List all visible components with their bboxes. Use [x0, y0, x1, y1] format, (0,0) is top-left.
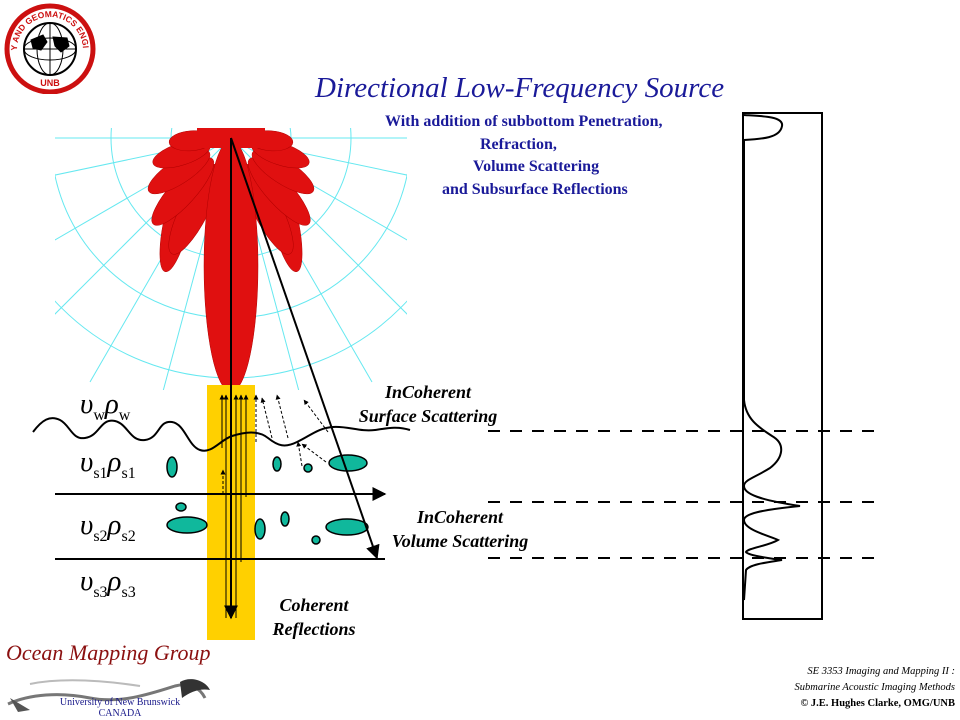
subtitle-line-1: With addition of subbottom Penetration, [385, 113, 663, 130]
volume-scattering-label: InCoherent Volume Scattering [391, 507, 529, 551]
layer-s1-symbol: υs1ρs1 [80, 446, 136, 482]
globe-icon [23, 22, 77, 76]
seafloor-surface [32, 417, 411, 452]
layer-s2-symbol: υs2ρs2 [80, 509, 136, 545]
surface-scattering-label: InCoherent Surface Scattering [358, 382, 498, 426]
university-name: University of New Brunswick CANADA [59, 697, 181, 719]
layer-s3-symbol: υs3ρs3 [80, 565, 136, 601]
course-credit: SE 3353 Imaging and Mapping II : Submari… [794, 666, 956, 709]
logo-bottom-text: UNB [40, 78, 60, 88]
coherent-reflections-label: Coherent Reflections [272, 595, 356, 639]
echo-trace [742, 114, 801, 601]
subtitle-line-2: Refraction, [480, 136, 557, 153]
omg-logo-graphic [7, 679, 210, 712]
unb-logo: GEODESY AND GEOMATICS ENGINEERING UNB [3, 2, 96, 94]
echo-trace-box [742, 112, 823, 620]
page-title: Directional Low-Frequency Source [315, 72, 725, 104]
subtitle-line-4: and Subsurface Reflections [442, 181, 628, 198]
ray-paths [219, 137, 380, 620]
volume-inclusions [166, 454, 369, 545]
subtitle-line-3: Volume Scattering [473, 158, 600, 175]
correlation-lines [488, 430, 878, 559]
ocean-mapping-group-title: Ocean Mapping Group [6, 640, 211, 665]
layer-w-symbol: υwρw [80, 388, 131, 424]
